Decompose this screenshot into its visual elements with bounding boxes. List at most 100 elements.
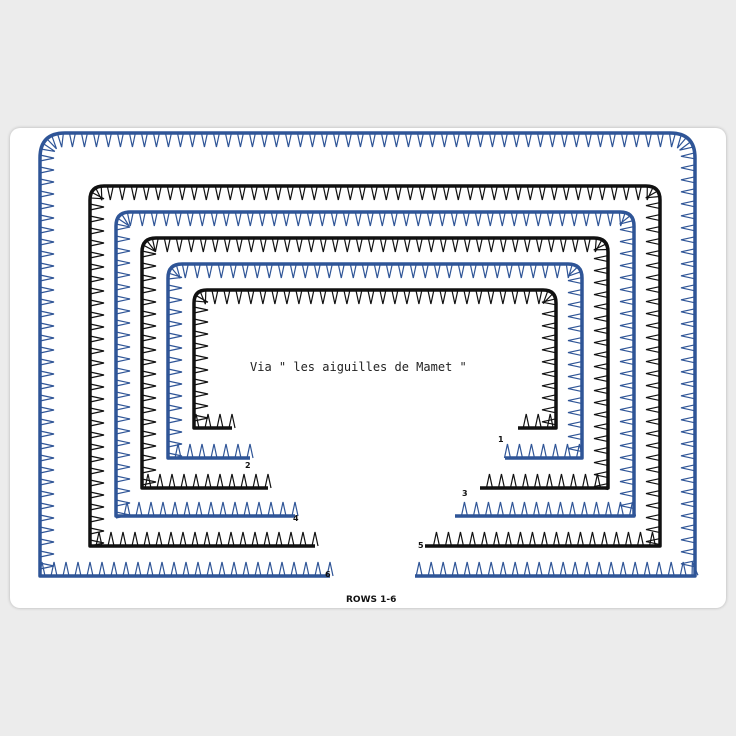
stitch-mark [421,263,429,279]
stitch-mark [522,211,530,227]
stitch-mark [119,531,127,547]
stitch-mark [89,191,105,200]
stitch-mark [619,249,635,258]
stitch-mark [246,443,254,459]
stitch-mark [567,348,583,357]
stitch-mark [263,531,271,547]
stitch-mark [167,272,183,280]
stitch-mark [370,185,378,201]
stitch-mark [604,501,613,517]
stitch-mark [593,482,609,491]
stitch-mark [270,211,278,227]
stitch-mark [391,237,399,253]
stitch-mark [193,263,201,279]
stitch-mark [475,289,483,305]
stitch-mark [668,132,676,148]
stitch-mark [224,132,233,148]
stitch-mark [680,452,696,460]
stitch-mark [645,357,661,366]
stitch-mark [499,289,507,305]
stitch-mark [380,132,389,148]
stitch-mark [593,386,609,395]
row-2-chain [166,262,584,460]
stitch-mark [645,525,661,534]
stitch-mark [544,501,553,517]
stitch-mark [593,338,609,347]
stitch-mark [645,201,661,210]
stitch-mark [430,185,438,201]
caption-text: Via " les aiguilles de Mamet " [250,360,467,374]
stitch-mark [134,561,142,577]
stitch-mark [415,237,423,253]
stitch-mark [74,561,82,577]
stitch-mark [680,200,696,208]
stitch-mark [680,344,696,352]
stitch-mark [500,132,509,148]
stitch-mark [94,185,103,201]
stitch-mark [547,561,555,577]
stitch-mark [227,531,235,547]
stitch-mark [167,452,183,460]
stitch-mark [680,512,696,520]
stitch-mark [535,289,543,305]
stitch-mark [645,273,661,282]
stitch-mark [107,531,115,547]
stitch-mark [181,263,189,279]
stitch-mark [567,396,583,405]
stitch-mark [456,531,465,547]
stitch-mark [645,417,661,426]
stitch-mark [89,215,105,223]
stitch-mark [331,289,339,305]
stitch-mark [319,289,327,305]
stitch-mark [567,384,583,393]
stitch-mark [485,473,494,489]
stitch-mark [39,310,55,318]
stitch-mark [151,237,159,253]
stitch-mark [546,211,554,227]
stitch-mark [517,263,525,279]
stitch-mark [526,185,534,201]
stitch-mark [89,347,105,355]
stitch-mark [373,263,381,279]
stitch-mark [645,465,661,474]
stitch-mark [645,513,661,522]
crochet-chart: Via " les aiguilles de Mamet " 1 2 3 4 5… [38,131,699,605]
stitch-mark [115,499,131,507]
stitch-mark [680,404,696,412]
stitch-mark [583,561,591,577]
stitch-mark [349,263,357,279]
stitch-mark [343,289,351,305]
row-6-stitches [38,132,699,577]
stitch-mark [239,531,247,547]
stitch-mark [295,237,303,253]
stitch-mark [645,285,661,294]
stitch-mark [366,211,374,227]
stitch-mark [463,561,471,577]
stitch-mark [115,283,131,291]
row-3-chain [140,236,610,490]
stitch-mark [89,227,105,235]
stitch-mark [498,211,506,227]
stitch-mark [279,501,287,517]
stitch-mark [541,263,549,279]
stitch-mark [541,346,557,354]
row-label-1: 1 [498,435,504,444]
stitch-mark [238,185,246,201]
stitch-mark [521,473,530,489]
stitch-mark [141,334,157,342]
stitch-mark [504,531,513,547]
stitch-mark [643,561,651,577]
stitch-mark [222,211,230,227]
stitch-mark [228,473,236,489]
stitch-mark [39,382,55,390]
stitch-mark [546,413,554,429]
stitch-mark [39,538,55,546]
stitch-mark [247,289,255,305]
stitch-mark [488,132,497,148]
stitch-mark [179,531,187,547]
stitch-mark [334,185,342,201]
stitch-mark [499,237,507,253]
stitch-mark [39,406,55,414]
stitch-mark [567,324,583,333]
stitch-mark [115,307,131,315]
